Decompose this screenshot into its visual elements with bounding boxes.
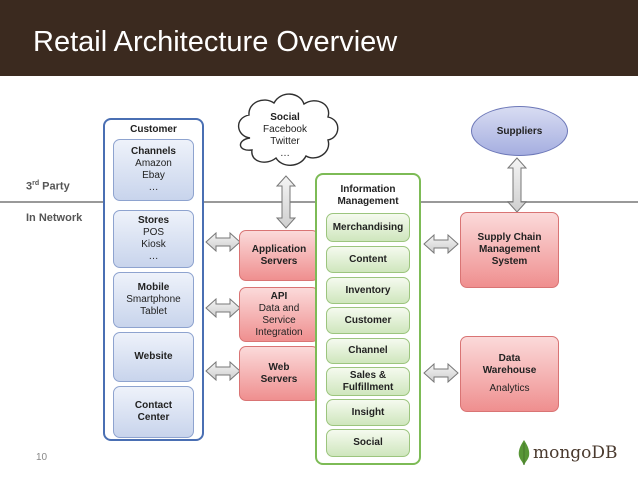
info-mgmt-title: Information Management [315,184,421,208]
channels-box: Channels Amazon Ebay … [113,139,194,201]
app-servers-line1: Application [251,243,307,255]
scm-line1: Supply Chain [477,232,542,243]
data-warehouse-box: Data Warehouse Analytics [460,336,559,412]
scm-line2: Management [478,244,541,255]
channels-item: … [148,182,159,193]
dw-line1: Data [498,353,521,364]
social-cloud-item: Twitter [270,136,300,147]
insight-box: Insight [326,399,410,426]
application-servers-box: Application Servers [239,230,319,281]
info-item-label: Insight [351,406,385,418]
info-item-label: Social [353,437,383,448]
stores-box: Stores POS Kiosk … [113,210,194,268]
social-data-box: Social [326,429,410,457]
contact-title-line2: Center [137,412,170,423]
social-cloud: Social Facebook Twitter … [246,112,324,160]
sales-fulfillment-box: Sales & Fulfillment [326,367,410,396]
cloud-app-arrow [275,175,297,229]
supply-chain-box: Supply Chain Management System [460,212,559,288]
web-servers-line1: Web [268,361,290,373]
channels-item: Amazon [135,158,172,169]
website-title: Website [134,351,173,362]
social-cloud-item: Facebook [263,124,307,135]
mobile-api-arrow [205,297,241,319]
stores-title: Stores [137,215,170,226]
mobile-item: Smartphone [126,294,181,305]
mongodb-wordmark: mongoDB [533,443,618,463]
api-item: Service [262,314,296,326]
suppliers-ellipse: Suppliers [471,106,568,156]
customer-group-title: Customer [130,124,177,135]
info-item-label: Sales & [349,369,387,381]
stores-item: … [148,251,159,262]
mongodb-leaf-icon [518,440,530,465]
info-mgmt-title-line2: Management [337,196,399,207]
channels-item: Ebay [142,170,165,181]
dw-line2: Warehouse [482,365,537,376]
social-cloud-shape [237,93,339,166]
website-web-arrow [205,360,241,382]
api-box: API Data and Service Integration [239,287,319,342]
web-servers-box: Web Servers [239,346,319,401]
mobile-item: Tablet [140,306,167,317]
title-bar: Retail Architecture Overview [0,0,638,76]
mongodb-logo: mongoDB [518,438,618,468]
page-number: 10 [36,452,48,463]
stores-item: Kiosk [141,239,166,250]
supplier-scm-arrow [506,157,528,213]
scm-line3: System [491,256,528,267]
customer-data-box: Customer [326,307,410,334]
info-item-label: Customer [344,314,392,326]
contact-title: Contact [134,400,173,411]
in-network-label: In Network [26,212,83,224]
info-item-label: Channel [348,345,388,356]
social-cloud-title: Social [270,112,300,123]
api-title: API [270,290,288,302]
website-box: Website [113,332,194,382]
slide-title: Retail Architecture Overview [33,26,398,58]
api-item: Integration [255,326,303,338]
api-item: Data and [258,302,300,314]
info-mgmt-title-line1: Information [340,184,396,195]
social-cloud-item: … [280,148,290,159]
channels-title: Channels [130,146,176,157]
mobile-title: Mobile [137,282,170,293]
content-box: Content [326,246,410,273]
info-item-label: Fulfillment [342,381,394,393]
stores-item: POS [142,227,165,238]
dw-sub: Analytics [489,383,530,394]
third-party-label: 3rd Party [26,180,70,193]
info-item-label: Merchandising [332,221,404,233]
mobile-box: Mobile Smartphone Tablet [113,272,194,328]
app-servers-line2: Servers [260,255,298,267]
stores-app-arrow [205,231,241,253]
channel-box: Channel [326,338,410,364]
suppliers-label: Suppliers [496,125,543,137]
merchandising-box: Merchandising [326,213,410,242]
info-item-label: Content [349,253,387,265]
web-servers-line2: Servers [260,373,298,385]
inventory-box: Inventory [326,277,410,304]
contact-center-box: Contact Center [113,386,194,438]
info-dw-arrow [423,362,459,384]
info-item-label: Inventory [345,284,391,296]
info-scm-arrow [423,233,459,255]
